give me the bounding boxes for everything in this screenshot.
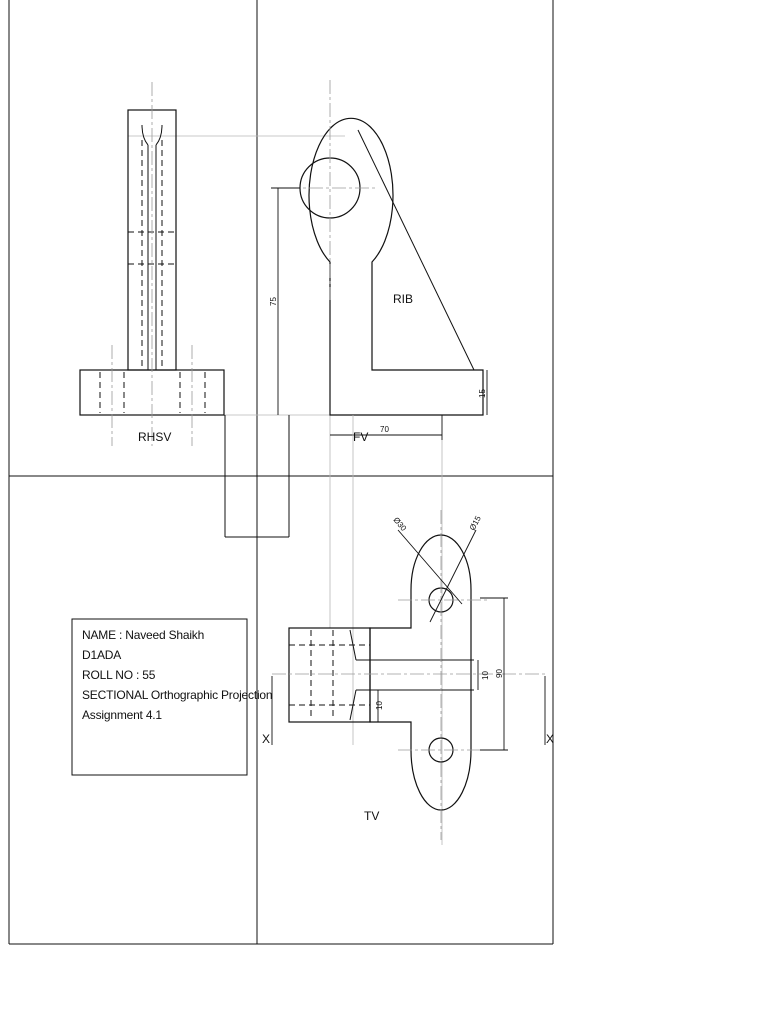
right-side-view (79, 82, 225, 446)
dim-slot-10: 10 (481, 671, 490, 680)
x-label-left: X (262, 732, 270, 746)
projection-lines (80, 135, 345, 628)
fv-label: FV (353, 430, 368, 444)
subject: SECTIONAL Orthographic Projection (82, 688, 272, 702)
front-view (271, 80, 488, 845)
assignment: Assignment 4.1 (82, 708, 162, 722)
student-name: NAME : Naveed Shaikh (82, 628, 204, 642)
dim-70: 70 (380, 425, 389, 434)
dim-dia-15: Ø15 (468, 514, 483, 532)
dim-15: 15 (478, 389, 487, 398)
division: D1ADA (82, 648, 121, 662)
dim-90: 90 (495, 669, 504, 678)
roll-number: ROLL NO : 55 (82, 668, 156, 682)
tv-label: TV (364, 809, 379, 823)
sheet-frame (8, 0, 554, 945)
x-label-right: X (546, 732, 554, 746)
title-block: NAME : Naveed Shaikh D1ADA ROLL NO : 55 … (71, 618, 273, 776)
dim-dia-30: Ø30 (391, 516, 408, 534)
rhsv-label: RHSV (138, 430, 171, 444)
dim-75: 75 (269, 297, 278, 306)
top-view (271, 510, 546, 840)
dim-width-10: 10 (375, 701, 384, 710)
rib-label: RIB (393, 292, 413, 306)
